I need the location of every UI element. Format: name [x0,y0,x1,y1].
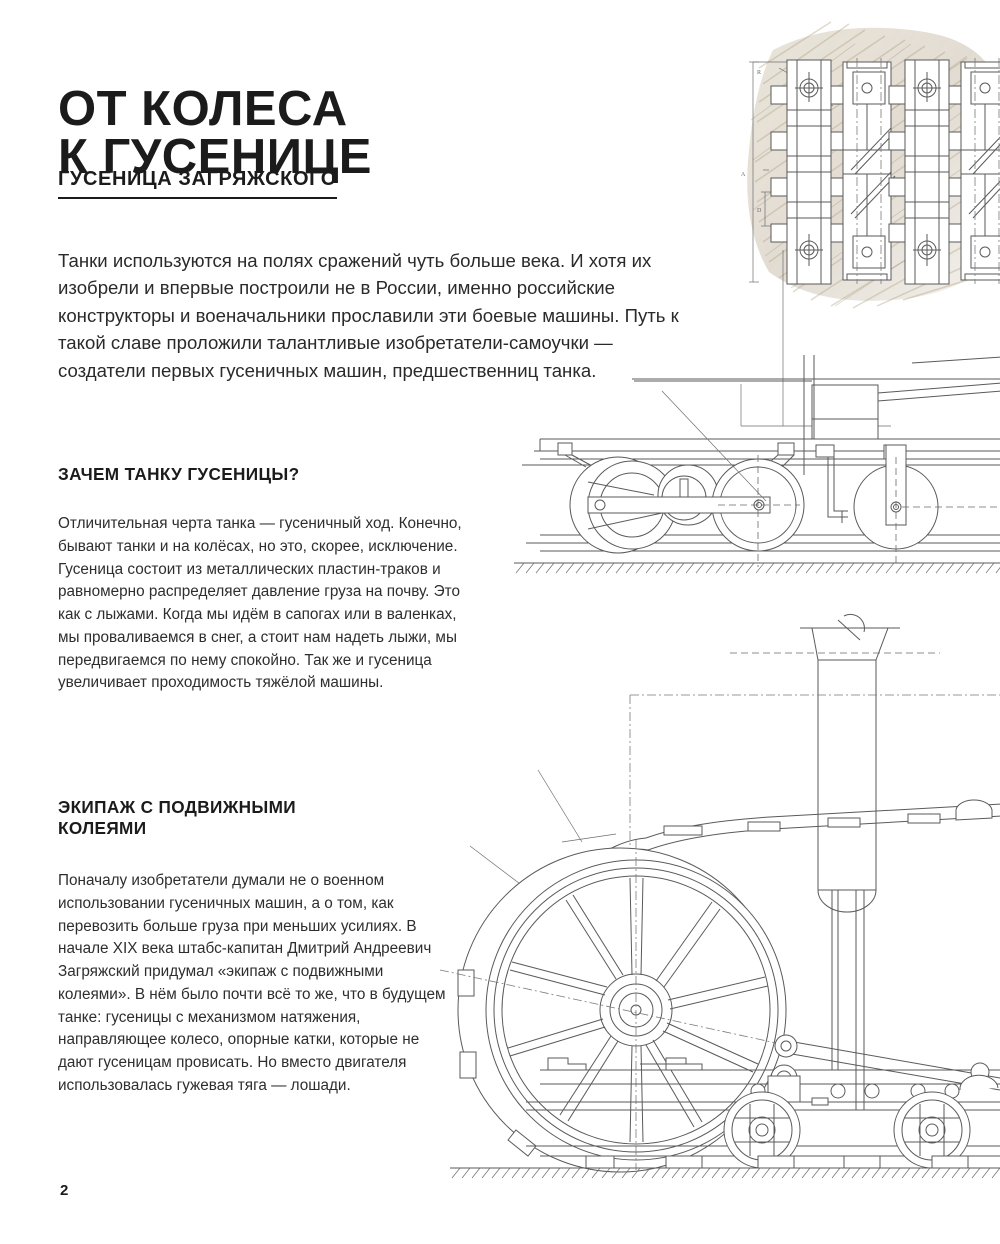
track-links-drawing: R A D [735,10,1000,330]
zagryazhsky-carriage-drawing [439,590,1000,1179]
ground-hatching [514,562,1000,574]
track-link-plates [770,58,1000,285]
section-body-carriage: Поначалу изобретатели думали не о военно… [58,872,446,1094]
section-body-why-tracks: Отличительная черта танка — гусеничный х… [58,515,462,692]
label-A: A [741,172,746,178]
tension-arm [767,1034,1000,1103]
intro-paragraph: Танки используются на полях сражений чут… [58,249,679,381]
label-R: R [757,70,761,76]
page-number: 2 [60,1182,69,1199]
smokestack [800,613,900,913]
locomotive-undercarriage-drawing [482,355,1000,595]
ground-hatching-bottom [450,1167,1000,1179]
label-D: D [757,208,762,214]
road-wheels [723,1091,971,1169]
drive-wheel [457,847,787,1173]
section-heading-carriage: ЭКИПАЖ С ПОДВИЖНЫМИ КОЛЕЯМИ [58,797,296,839]
page-title: ОТ КОЛЕСА К ГУСЕНИЦЕ [58,81,372,184]
page-subtitle: ГУСЕНИЦА ЗАГРЯЖСКОГО [58,168,337,199]
section-heading-why-tracks: ЗАЧЕМ ТАНКУ ГУСЕНИЦЫ? [58,464,300,485]
